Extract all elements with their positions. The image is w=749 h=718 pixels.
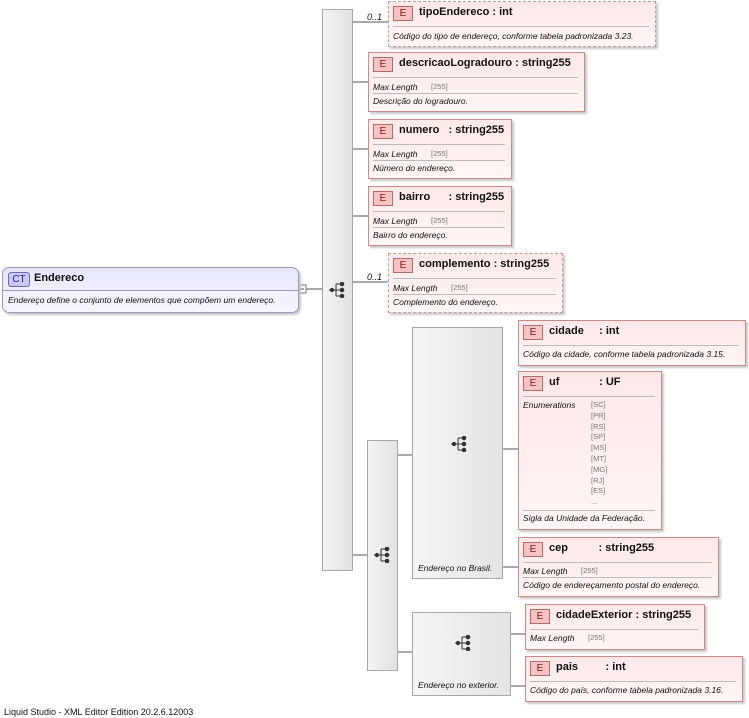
element-doc: Descrição do logradouro. bbox=[373, 96, 468, 106]
element-descricaoLogradouro[interactable]: E descricaoLogradouro : string255 Max Le… bbox=[368, 52, 585, 112]
group-caption: Endereço no Brasil. bbox=[418, 563, 493, 573]
element-doc: Código da cidade, conforme tabela padron… bbox=[523, 349, 726, 359]
facet-label: Max Length bbox=[373, 149, 418, 159]
facet-label: Enumerations bbox=[523, 400, 576, 410]
element-complemento[interactable]: E complemento : string255 Max Length [25… bbox=[388, 253, 563, 313]
enumeration-value: [SP] bbox=[591, 432, 606, 442]
element-badge-icon: E bbox=[523, 376, 543, 391]
element-doc: Complemento do endereço. bbox=[393, 297, 498, 307]
facet-value: [255] bbox=[451, 283, 468, 292]
group-caption: Endereço no exterior. bbox=[418, 680, 499, 690]
element-name: cep : string255 bbox=[549, 542, 655, 554]
element-doc: Número do endereço. bbox=[373, 163, 456, 173]
enumeration-value: [ES] bbox=[591, 486, 606, 496]
main-sequence-bar[interactable] bbox=[322, 9, 353, 571]
element-uf[interactable]: E uf : UF Enumerations [SC][PR][RS][SP][… bbox=[518, 371, 662, 530]
element-doc: Código do país, conforme tabela padroniz… bbox=[530, 685, 724, 695]
element-badge-icon: E bbox=[393, 6, 413, 21]
element-name: bairro : string255 bbox=[399, 191, 505, 203]
choice-bar[interactable] bbox=[367, 440, 398, 671]
element-badge-icon: E bbox=[373, 191, 393, 206]
element-name: cidadeExterior : string255 bbox=[556, 609, 692, 621]
facet-value: [255] bbox=[431, 216, 448, 225]
enumeration-value: [PR] bbox=[591, 410, 606, 420]
facet-value: [255] bbox=[431, 82, 448, 91]
complex-type-doc: Endereço define o conjunto de elementos … bbox=[8, 295, 276, 305]
cardinality-label: 0..1 bbox=[367, 12, 383, 22]
element-doc: Sigla da Unidade da Federação. bbox=[523, 513, 645, 523]
element-cep[interactable]: E cep : string255 Max Length [255] Códig… bbox=[518, 537, 719, 597]
ct-badge-icon: CT bbox=[8, 272, 30, 287]
facet-value: [255] bbox=[431, 149, 448, 158]
facet-label: Max Length bbox=[530, 633, 575, 643]
element-badge-icon: E bbox=[530, 609, 550, 624]
complex-type-endereco[interactable]: CT Endereco Endereço define o conjunto d… bbox=[2, 267, 299, 313]
element-name: complemento : string255 bbox=[419, 258, 550, 270]
element-badge-icon: E bbox=[373, 124, 393, 139]
element-badge-icon: E bbox=[523, 542, 543, 557]
element-badge-icon: E bbox=[373, 57, 393, 72]
element-name: cidade : int bbox=[549, 325, 620, 337]
element-doc: Código do tipo de endereço, conforme tab… bbox=[393, 31, 634, 41]
enumeration-value: [SC] bbox=[591, 400, 606, 409]
sequence-icon bbox=[329, 282, 345, 298]
element-name: uf : UF bbox=[549, 376, 621, 388]
footer-credit: Liquid Studio - XML Editor Edition 20.2.… bbox=[4, 707, 194, 717]
facet-label: Max Length bbox=[523, 566, 568, 576]
element-cidadeExterior[interactable]: E cidadeExterior : string255 Max Length … bbox=[525, 604, 705, 650]
element-name: pais : int bbox=[556, 661, 626, 673]
element-name: numero : string255 bbox=[399, 124, 505, 136]
element-numero[interactable]: E numero : string255 Max Length [255] Nú… bbox=[368, 119, 512, 179]
element-tipoEndereco[interactable]: E tipoEndereco : int Código do tipo de e… bbox=[388, 1, 656, 47]
element-badge-icon: E bbox=[523, 325, 543, 340]
element-name: tipoEndereco : int bbox=[419, 6, 513, 18]
element-badge-icon: E bbox=[530, 661, 550, 676]
facet-label: Max Length bbox=[393, 283, 438, 293]
element-pais[interactable]: E pais : int Código do país, conforme ta… bbox=[525, 656, 743, 702]
enumeration-value: [MG] bbox=[591, 464, 608, 474]
element-doc: Código de endereçamento postal do endere… bbox=[523, 580, 701, 590]
enumeration-value: [MS] bbox=[591, 443, 607, 453]
element-name: descricaoLogradouro : string255 bbox=[399, 57, 571, 69]
choice-icon bbox=[374, 547, 390, 563]
facet-label: Max Length bbox=[373, 82, 418, 92]
facet-value: [255] bbox=[581, 566, 598, 575]
complex-type-name: Endereco bbox=[34, 272, 85, 284]
element-cidade[interactable]: E cidade : int Código da cidade, conform… bbox=[518, 320, 746, 366]
sequence-icon bbox=[455, 635, 471, 651]
cardinality-label: 0..1 bbox=[367, 272, 383, 282]
element-badge-icon: E bbox=[393, 258, 413, 273]
enumeration-value: [RS] bbox=[591, 421, 606, 431]
facet-label: Max Length bbox=[373, 216, 418, 226]
enumeration-value: ... bbox=[591, 497, 598, 507]
enumeration-value: [RJ] bbox=[591, 475, 605, 485]
group-endereco-exterior[interactable]: Endereço no exterior. bbox=[412, 612, 511, 696]
element-doc: Bairro do endereço. bbox=[373, 230, 448, 240]
sequence-icon bbox=[451, 436, 467, 452]
enumeration-list: [SC][PR][RS][SP][MS][MT][MG][RJ][ES]... bbox=[591, 400, 607, 508]
element-bairro[interactable]: E bairro : string255 Max Length [255] Ba… bbox=[368, 186, 512, 246]
group-endereco-brasil[interactable]: Endereço no Brasil. bbox=[412, 327, 503, 579]
facet-value: [255] bbox=[588, 633, 605, 642]
enumeration-value: [MT] bbox=[591, 453, 606, 463]
